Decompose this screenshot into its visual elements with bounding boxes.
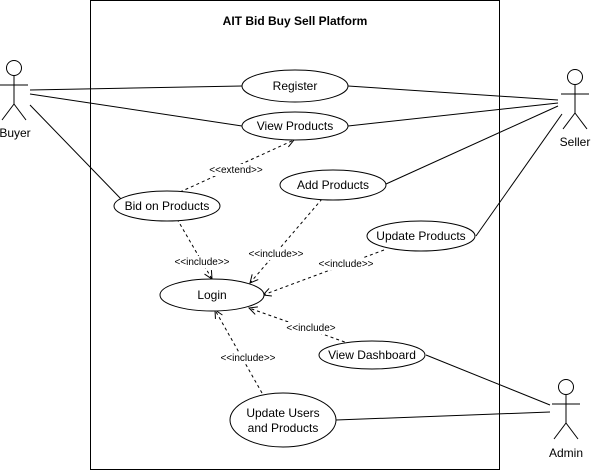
actor-seller-head xyxy=(567,69,583,85)
use-case-update-users-label-line1: Update Users xyxy=(246,406,319,420)
actor-seller-label: Seller xyxy=(560,135,591,149)
use-case-register: Register xyxy=(241,69,349,103)
use-case-bid-on-products-label: Bid on Products xyxy=(125,199,210,213)
assoc-buyer-bid xyxy=(29,104,123,201)
use-case-bid-on-products: Bid on Products xyxy=(113,190,221,222)
include-label-dashboard: <<include> xyxy=(286,323,335,334)
include-arrow-admin xyxy=(215,310,263,394)
include-label-add: <<include>> xyxy=(248,249,303,260)
actor-admin-head xyxy=(558,379,574,395)
use-case-view-dashboard-label: View Dashboard xyxy=(328,348,416,362)
use-case-update-products-label: Update Products xyxy=(376,229,465,243)
actor-buyer-head xyxy=(6,60,22,76)
actor-admin-label: Admin xyxy=(549,446,583,460)
assoc-admin-dashboard xyxy=(425,354,551,406)
assoc-buyer-register xyxy=(29,85,243,91)
assoc-seller-update-products xyxy=(475,113,563,237)
system-title: AIT Bid Buy Sell Platform xyxy=(223,14,368,28)
actor-admin xyxy=(552,379,580,440)
extend-label: <<extend>> xyxy=(209,165,263,176)
use-case-register-label: Register xyxy=(273,79,318,93)
use-case-add-products-label: Add Products xyxy=(297,178,369,192)
use-case-update-products: Update Products xyxy=(366,220,476,252)
associations xyxy=(29,85,563,421)
use-case-view-products-label: View Products xyxy=(257,119,333,133)
assoc-buyer-view-products xyxy=(29,93,243,127)
stereotype-labels: <<extend>> <<include>> <<include>> <<inc… xyxy=(172,164,376,364)
use-case-view-dashboard: View Dashboard xyxy=(318,340,426,370)
assoc-admin-update-users xyxy=(335,411,551,421)
include-label-update: <<include>> xyxy=(318,259,373,270)
use-case-login-label: Login xyxy=(197,288,226,302)
include-arrow-add xyxy=(250,198,323,283)
use-case-view-products: View Products xyxy=(241,111,349,141)
assoc-seller-view-products xyxy=(347,102,559,127)
use-case-update-users-label-line2: and Products xyxy=(248,421,319,435)
include-label-bid: <<include>> xyxy=(174,257,229,268)
actor-buyer xyxy=(0,60,28,121)
assoc-seller-add-products xyxy=(385,105,559,185)
actor-seller xyxy=(561,69,589,130)
assoc-seller-register xyxy=(347,85,559,101)
include-label-admin: <<include>> xyxy=(220,353,275,364)
use-case-update-users-and-products: Update Users and Products xyxy=(229,392,337,448)
use-case-login: Login xyxy=(159,278,265,312)
use-case-add-products: Add Products xyxy=(279,169,387,201)
actor-buyer-label: Buyer xyxy=(0,126,31,140)
